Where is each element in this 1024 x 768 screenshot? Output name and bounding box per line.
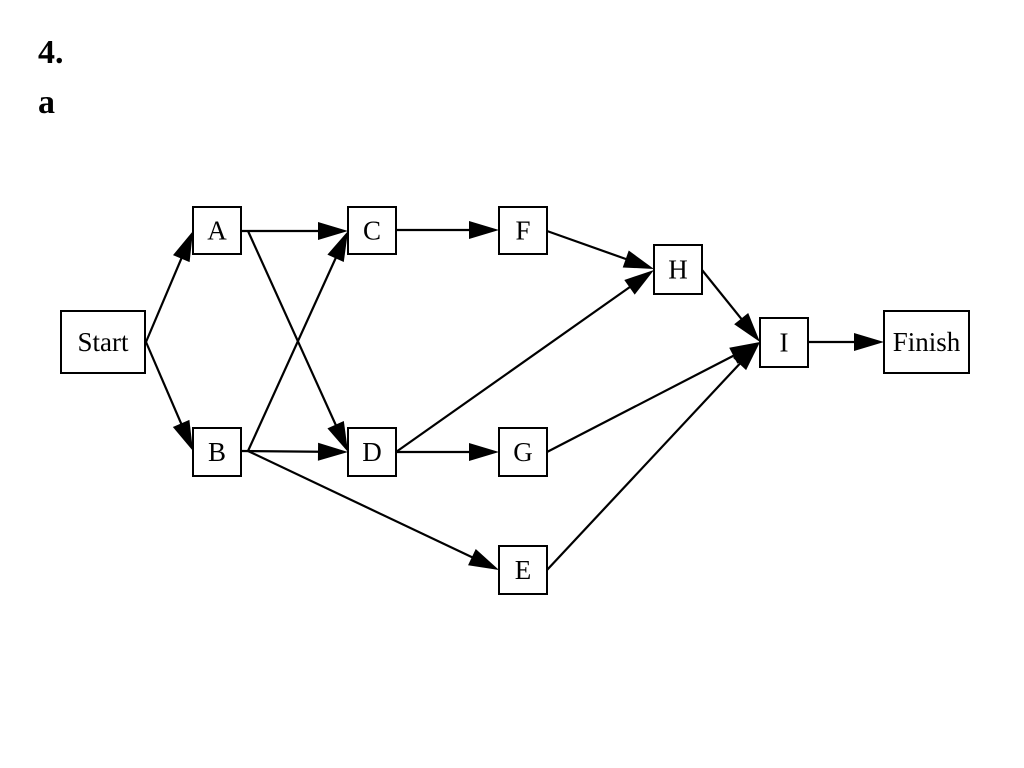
edge-G-I: [546, 353, 736, 453]
node-h: H: [653, 244, 703, 295]
node-g: G: [498, 427, 548, 477]
edge-start-A: [144, 256, 184, 343]
node-d: D: [347, 427, 397, 477]
edge-D-H: [395, 285, 632, 453]
node-label-i: I: [780, 328, 789, 358]
node-label-a: A: [207, 216, 227, 246]
node-finish: Finish: [883, 310, 970, 374]
node-label-d: D: [362, 437, 382, 467]
node-start: Start: [60, 310, 146, 374]
edge-B-E: [247, 450, 475, 559]
arrowhead-start-B: [172, 419, 193, 451]
node-b: B: [192, 427, 242, 477]
arrowhead-start-A: [173, 231, 193, 263]
edge-B-C: [246, 256, 338, 452]
node-box-a: [192, 206, 242, 255]
node-label-start: Start: [78, 327, 129, 357]
node-e: E: [498, 545, 548, 595]
node-i: I: [759, 317, 809, 368]
node-box-finish: [883, 310, 970, 374]
arrowhead-A-C: [318, 222, 348, 240]
edge-B-D: [240, 449, 321, 453]
arrowhead-B-E: [468, 549, 499, 570]
question-number: 4.: [38, 34, 64, 71]
edges-layer: [144, 221, 884, 571]
edge-F-H: [546, 229, 628, 261]
node-a: A: [192, 206, 242, 255]
node-label-c: C: [363, 216, 381, 246]
node-label-finish: Finish: [893, 327, 961, 357]
node-box-start: [60, 310, 146, 374]
arrowhead-D-H: [624, 270, 654, 295]
node-box-b: [192, 427, 242, 477]
node-c: C: [347, 206, 397, 255]
node-label-f: F: [515, 216, 530, 246]
edge-E-I: [546, 361, 742, 571]
edge-start-B: [144, 341, 183, 426]
node-box-e: [498, 545, 548, 595]
node-label-b: B: [208, 437, 226, 467]
arrowhead-A-D: [327, 420, 348, 452]
node-box-g: [498, 427, 548, 477]
arrowhead-B-C: [327, 231, 348, 263]
arrowhead-D-G: [469, 443, 499, 461]
edge-A-D: [246, 230, 338, 427]
node-label-h: H: [668, 255, 688, 285]
arrowhead-E-I: [732, 342, 760, 371]
arrowhead-F-H: [622, 250, 654, 269]
edge-H-I: [701, 269, 744, 321]
node-label-e: E: [515, 555, 532, 585]
node-f: F: [498, 206, 548, 255]
node-box-c: [347, 206, 397, 255]
arrowhead-I-finish: [854, 333, 884, 351]
arrowhead-B-D: [317, 442, 348, 461]
arrowhead-C-F: [469, 221, 499, 239]
node-box-f: [498, 206, 548, 255]
arrowhead-H-I: [734, 312, 760, 342]
question-part: a: [38, 84, 55, 121]
node-box-d: [347, 427, 397, 477]
nodes-layer: Start A B C D E F G H I Finish: [60, 206, 970, 595]
node-label-g: G: [513, 437, 533, 467]
node-box-h: [653, 244, 703, 295]
node-box-i: [759, 317, 809, 368]
